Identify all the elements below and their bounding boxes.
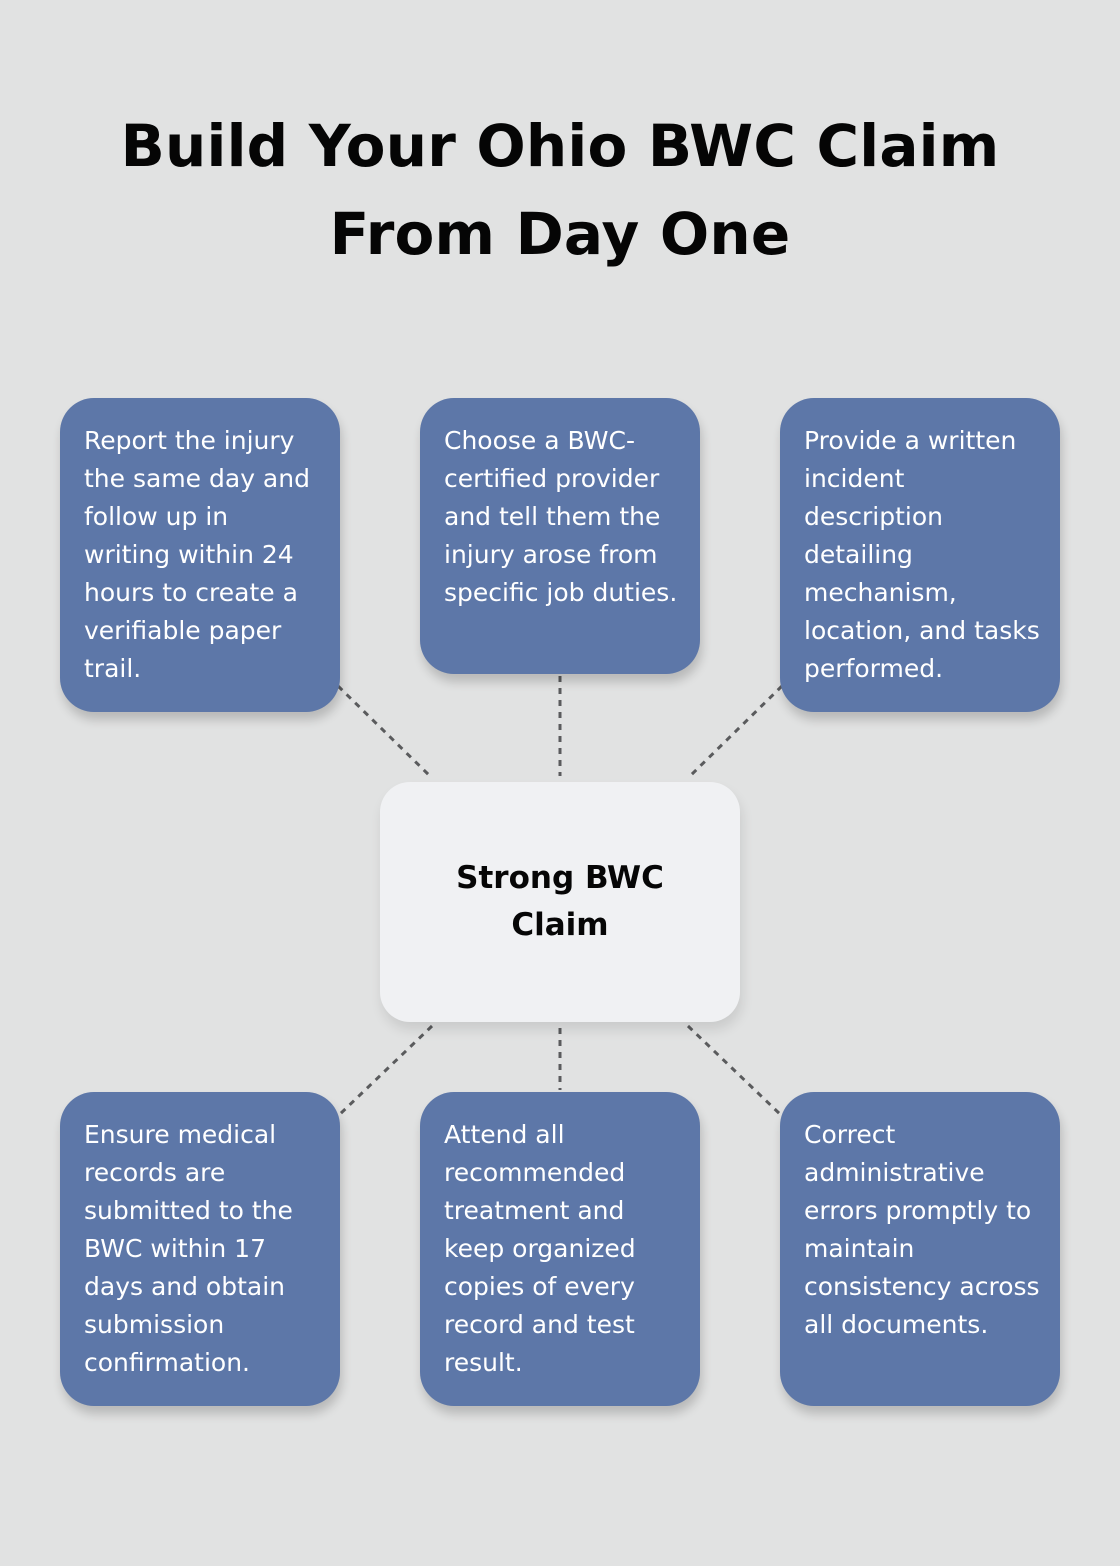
connector-bottom-right: [686, 1024, 784, 1118]
step-box-top-right: Provide a written incident description d…: [780, 398, 1060, 712]
step-text-bottom-center: Attend all recommended treatment and kee…: [444, 1120, 636, 1377]
step-text-top-left: Report the injury the same day and follo…: [84, 426, 310, 683]
connector-top-right: [686, 684, 784, 780]
step-box-top-center: Choose a BWC-certified provider and tell…: [420, 398, 700, 674]
step-box-bottom-center: Attend all recommended treatment and kee…: [420, 1092, 700, 1406]
step-text-top-center: Choose a BWC-certified provider and tell…: [444, 426, 678, 607]
step-box-top-left: Report the injury the same day and follo…: [60, 398, 340, 712]
center-node: Strong BWC Claim: [380, 782, 740, 1022]
step-text-top-right: Provide a written incident description d…: [804, 426, 1040, 683]
connector-bottom-left: [336, 1024, 434, 1118]
step-text-bottom-left: Ensure medical records are submitted to …: [84, 1120, 293, 1377]
page-title: Build Your Ohio BWC Claim From Day One: [120, 112, 1000, 268]
center-label: Strong BWC Claim: [456, 860, 664, 943]
step-box-bottom-left: Ensure medical records are submitted to …: [60, 1092, 340, 1406]
step-text-bottom-right: Correct administrative errors promptly t…: [804, 1120, 1040, 1339]
connector-top-left: [336, 684, 434, 780]
step-box-bottom-right: Correct administrative errors promptly t…: [780, 1092, 1060, 1406]
